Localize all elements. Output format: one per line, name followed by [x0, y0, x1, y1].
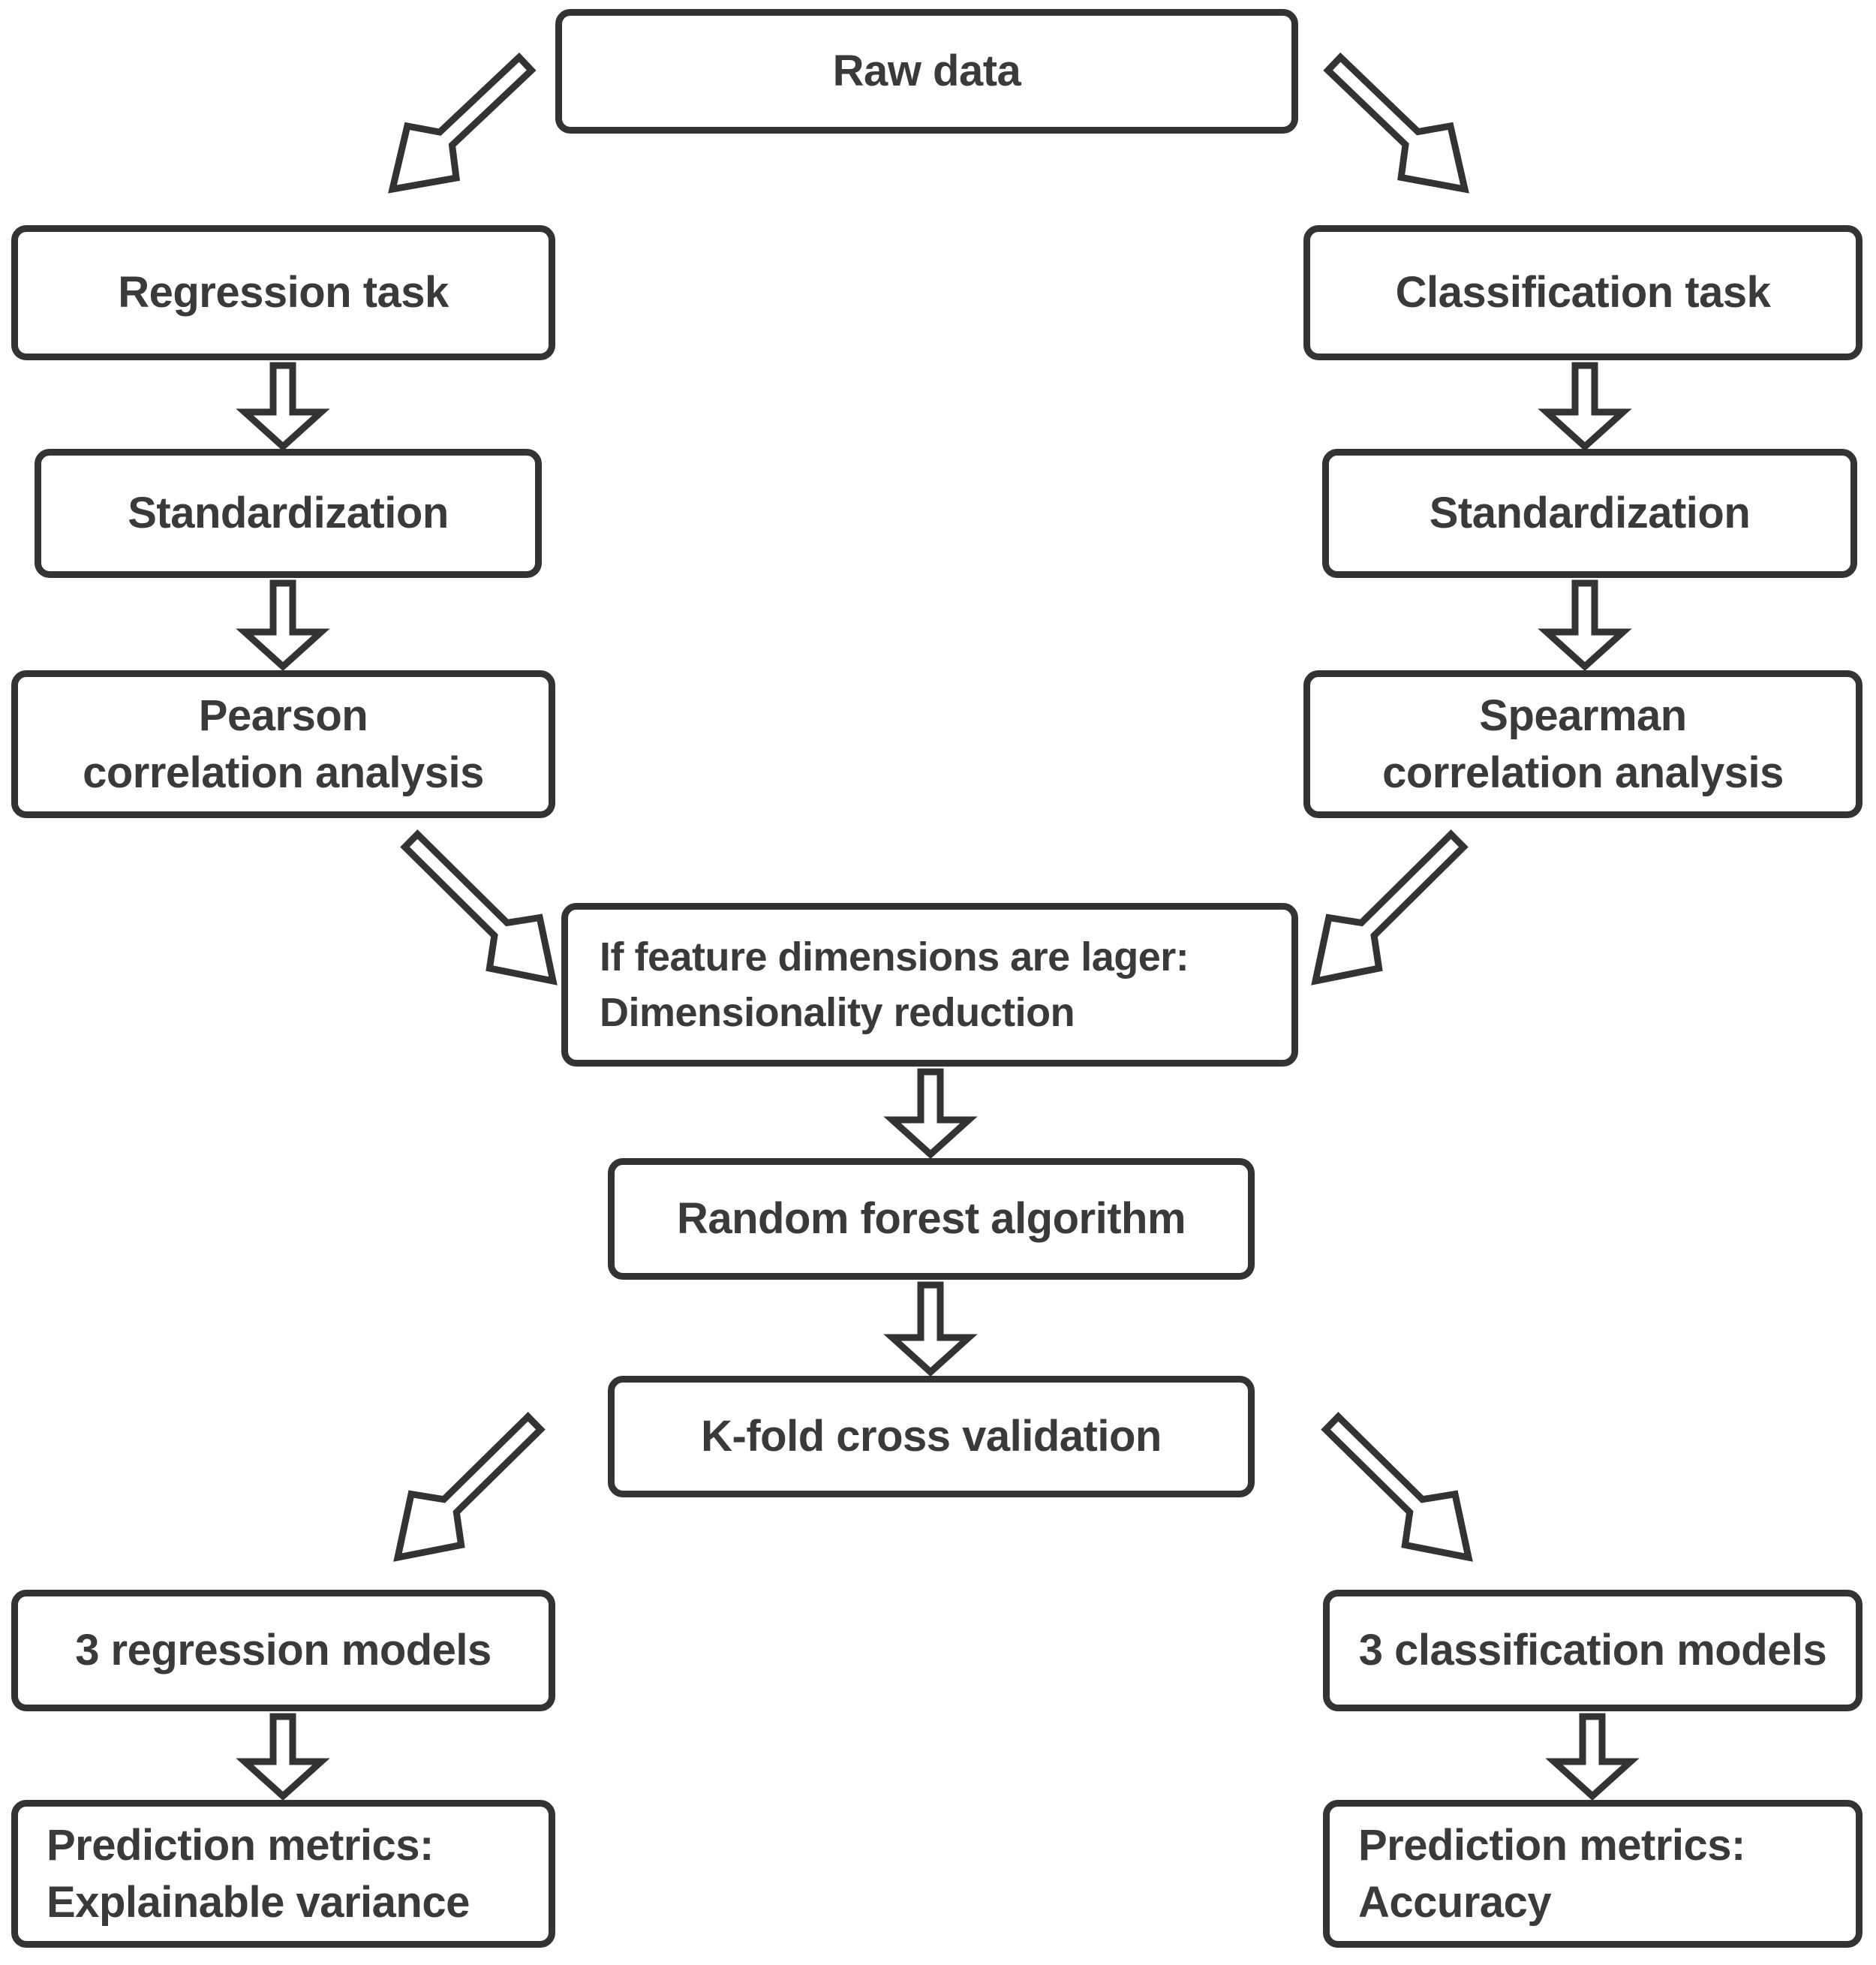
node-regression-models: 3 regression models	[11, 1590, 555, 1711]
arrow-down-icon	[1538, 579, 1632, 672]
arrow-down-icon	[883, 1281, 978, 1377]
arrow-down-left-icon	[393, 1412, 546, 1562]
arrow-down-left-icon	[388, 52, 537, 194]
node-label-line2: Dimensionality reduction	[600, 990, 1075, 1035]
node-label-line1: Prediction metrics:	[47, 1820, 434, 1870]
node-pearson-correlation: Pearson correlation analysis	[11, 670, 555, 818]
node-label: 3 classification models	[1358, 1626, 1827, 1675]
node-classification-models: 3 classification models	[1323, 1590, 1862, 1711]
arrow-down-icon	[236, 362, 330, 452]
node-classification-task: Classification task	[1303, 225, 1862, 360]
node-random-forest: Random forest algorithm	[608, 1158, 1255, 1280]
node-kfold-cross-validation: K-fold cross validation	[608, 1376, 1255, 1497]
node-spearman-correlation: Spearman correlation analysis	[1303, 670, 1862, 818]
node-standardization-regression: Standardization	[35, 449, 542, 578]
arrow-down-right-icon	[1321, 1412, 1473, 1562]
node-prediction-metrics-regression: Prediction metrics: Explainable variance	[11, 1800, 555, 1948]
arrow-down-right-icon	[400, 829, 558, 986]
node-label: 3 regression models	[75, 1626, 492, 1675]
node-label: Standardization	[1429, 489, 1751, 537]
node-label: Random forest algorithm	[676, 1194, 1186, 1243]
arrow-down-icon	[236, 579, 330, 672]
node-raw-data: Raw data	[555, 9, 1298, 134]
arrow-down-icon	[883, 1068, 978, 1160]
node-label: Classification task	[1395, 268, 1771, 317]
arrow-down-icon	[1538, 362, 1632, 452]
node-label-line1: Pearson	[198, 691, 368, 740]
node-label: K-fold cross validation	[701, 1412, 1162, 1461]
node-standardization-classification: Standardization	[1322, 449, 1857, 578]
arrow-down-icon	[1545, 1713, 1640, 1801]
node-label-line2: Accuracy	[1358, 1877, 1552, 1927]
node-label-line1: Prediction metrics:	[1358, 1820, 1745, 1870]
node-label-line1: Spearman	[1479, 691, 1687, 740]
node-label: Regression task	[118, 268, 449, 317]
node-label-line2: Explainable variance	[47, 1877, 470, 1927]
node-label: Standardization	[128, 489, 449, 537]
node-label: Raw data	[832, 47, 1021, 95]
node-regression-task: Regression task	[11, 225, 555, 360]
node-dimensionality-reduction: If feature dimensions are lager: Dimensi…	[561, 903, 1298, 1067]
arrow-down-right-icon	[1323, 52, 1469, 194]
node-label-line1: If feature dimensions are lager:	[600, 934, 1189, 979]
arrow-down-left-icon	[1311, 829, 1469, 986]
arrow-down-icon	[236, 1713, 330, 1801]
node-label-line2: correlation analysis	[1382, 748, 1784, 797]
node-prediction-metrics-classification: Prediction metrics: Accuracy	[1323, 1800, 1862, 1948]
node-label-line2: correlation analysis	[83, 748, 484, 797]
